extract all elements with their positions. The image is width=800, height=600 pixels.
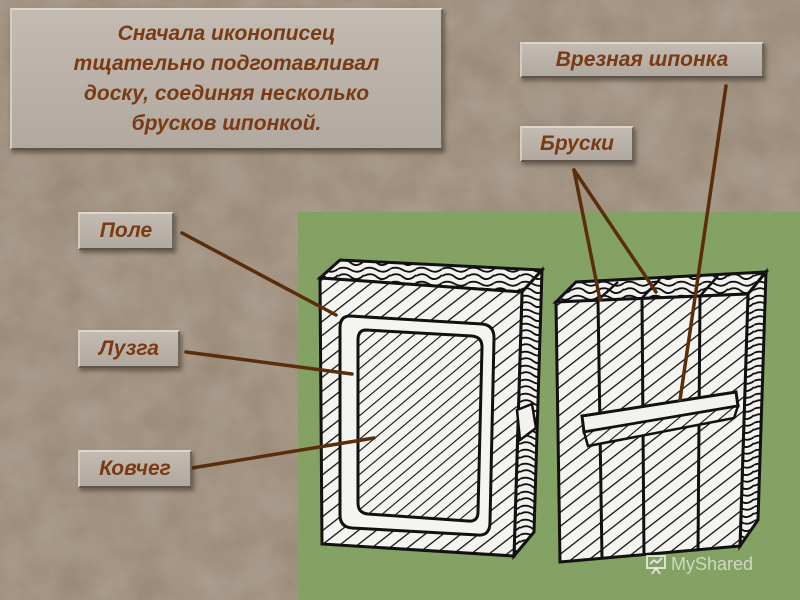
label-text: Поле <box>99 219 153 242</box>
intro-line: тщательно подготавливал <box>73 52 380 75</box>
leader-line-pole <box>180 231 338 317</box>
leader-line-bruski-2 <box>572 168 658 294</box>
intro-line: доску, соединяя несколько <box>83 82 370 105</box>
leader-line-bruski-1 <box>572 168 602 302</box>
label-kovcheg: Ковчег <box>78 450 192 488</box>
label-text: Врезная шпонка <box>555 48 729 71</box>
intro-text-plate: Сначала иконописец тщательно подготавлив… <box>10 8 443 150</box>
intro-text: Сначала иконописец тщательно подготавлив… <box>74 19 380 139</box>
watermark: MyShared <box>645 551 775 577</box>
kovcheg-recess <box>356 328 484 523</box>
leader-line-shponka <box>678 84 728 402</box>
label-vreznaya-shponka: Врезная шпонка <box>520 42 764 78</box>
intro-line: Сначала иконописец <box>117 22 336 45</box>
label-text: Лузга <box>99 337 159 360</box>
label-text: Бруски <box>540 132 614 155</box>
intro-line: брусков шпонкой. <box>131 112 322 135</box>
leader-line-luzga <box>184 350 354 376</box>
back-board-drawing <box>552 267 770 564</box>
watermark-text: MyShared <box>671 553 754 574</box>
label-bruski: Бруски <box>520 126 634 162</box>
front-board-drawing <box>316 258 546 561</box>
label-luzga: Лузга <box>78 330 180 368</box>
label-pole: Поле <box>78 212 174 250</box>
leader-line-kovcheg <box>190 436 376 470</box>
label-text: Ковчег <box>99 457 171 480</box>
presentation-board-icon <box>646 555 666 575</box>
